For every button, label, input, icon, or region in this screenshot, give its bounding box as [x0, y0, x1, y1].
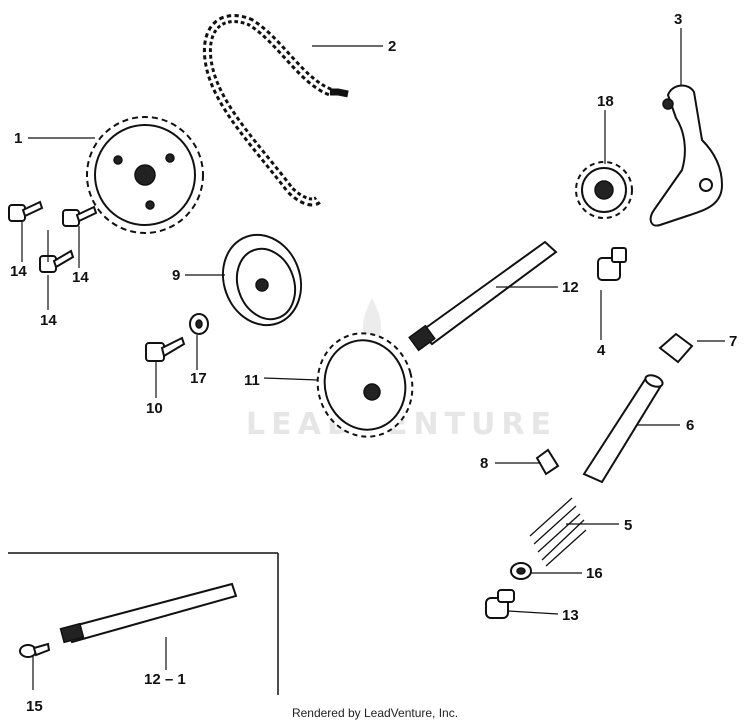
callout-15: 15: [26, 698, 43, 715]
small-sprocket: [575, 161, 633, 219]
callout-9: 9: [172, 267, 180, 284]
callout-3: 3: [674, 11, 682, 28]
callout-10: 10: [146, 400, 163, 417]
sprocket-11: [316, 332, 414, 438]
inset-border: [8, 552, 279, 695]
callout-7: 7: [729, 333, 737, 350]
bolt-4: [597, 247, 627, 281]
callout-14-a: 14: [10, 263, 27, 280]
sprocket-large: [86, 116, 204, 234]
tube-6: [582, 374, 664, 484]
bolt-13: [485, 589, 515, 619]
tensioner-bracket: [649, 84, 724, 227]
shaft-12-1: [59, 582, 238, 644]
cap-8: [535, 448, 560, 476]
screw-15: [19, 642, 51, 658]
callout-5: 5: [624, 517, 632, 534]
bolts-14: [8, 200, 98, 273]
washer-17: [189, 313, 209, 335]
footer-credit: Rendered by LeadVenture, Inc.: [291, 706, 459, 720]
shaft: [408, 240, 558, 352]
callout-14-b: 14: [72, 269, 89, 286]
pulley: [221, 233, 303, 327]
callout-6: 6: [686, 417, 694, 434]
washer-16: [510, 562, 532, 580]
callout-13: 13: [562, 607, 579, 624]
callout-17: 17: [190, 370, 207, 387]
callouts: 1 2 3 4 5 6 7 8 9 10 11 12 13 14 14 14 1…: [10, 11, 737, 715]
leader-lines: [21, 28, 725, 690]
drive-chain: [202, 14, 349, 207]
callout-12-1: 12 – 1: [144, 671, 186, 688]
callout-2: 2: [388, 38, 396, 55]
callout-12: 12: [562, 279, 579, 296]
callout-11: 11: [244, 372, 260, 389]
callout-18: 18: [597, 93, 614, 110]
bolt-10: [145, 336, 186, 362]
callout-4: 4: [597, 342, 606, 359]
callout-8: 8: [480, 455, 488, 472]
spring-5: [529, 497, 587, 567]
callout-14-c: 14: [40, 312, 57, 329]
cap-7: [658, 332, 694, 364]
callout-16: 16: [586, 565, 603, 582]
callout-1: 1: [14, 130, 22, 147]
